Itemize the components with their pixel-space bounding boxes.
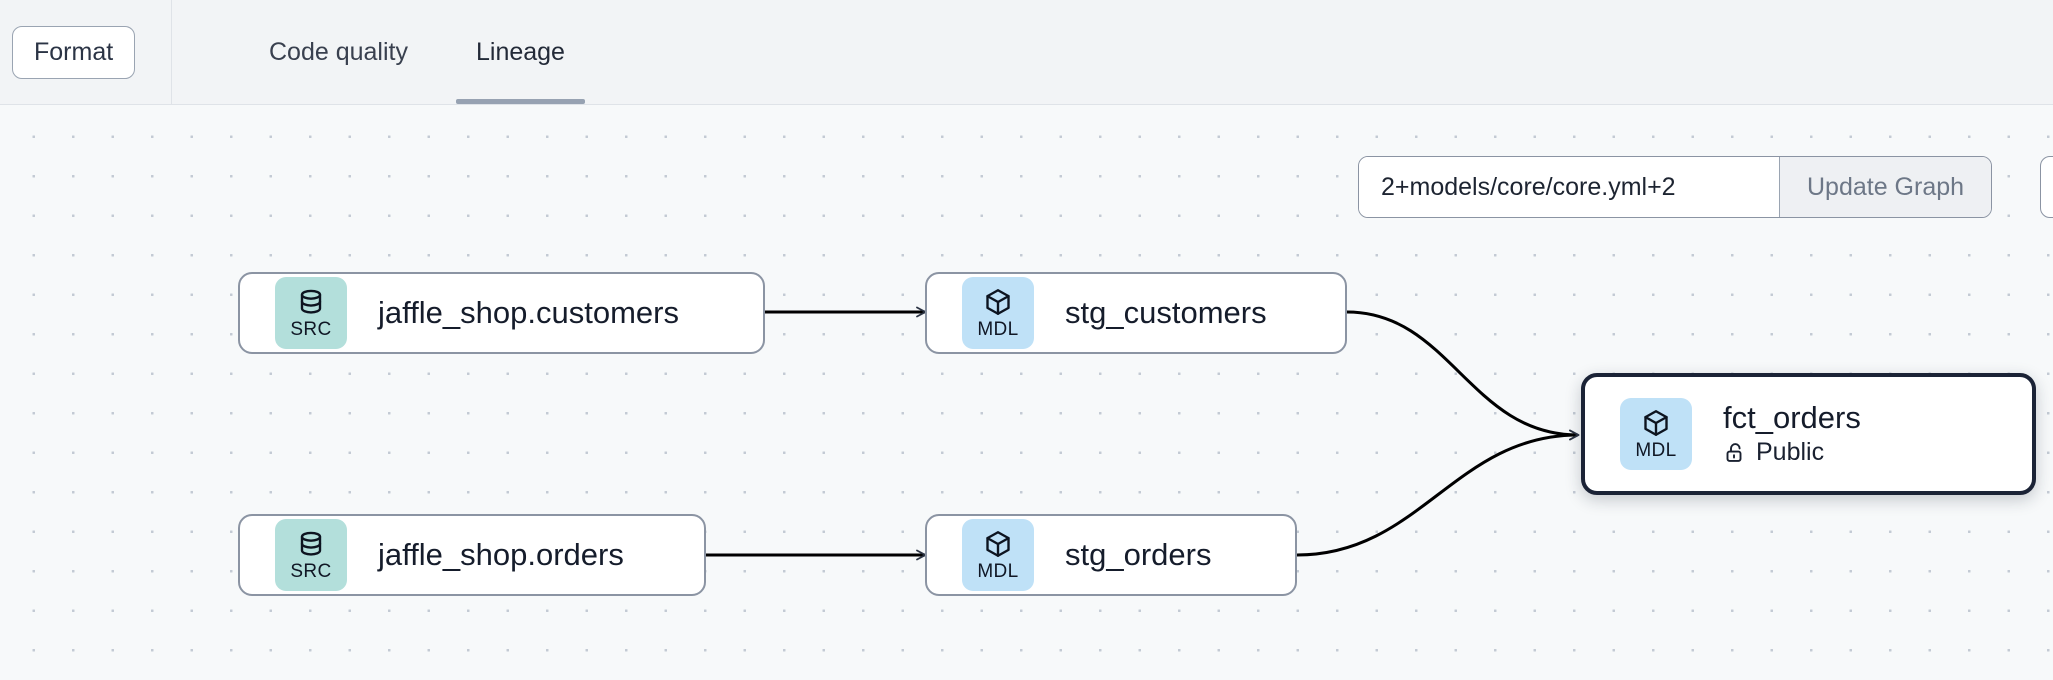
edge-stg-customers-to-fct-orders — [1346, 310, 1580, 441]
edge-stg-orders-to-fct-orders — [1296, 429, 1580, 557]
format-button[interactable]: Format — [12, 25, 136, 79]
update-graph-button[interactable]: Update Graph — [1779, 157, 1992, 217]
database-icon — [300, 531, 322, 556]
cube-icon — [1644, 410, 1668, 436]
node-body: jaffle_shop.customers — [378, 294, 679, 330]
graph-selector-input[interactable] — [1359, 157, 1779, 217]
lineage-canvas[interactable]: SRC jaffle_shop.customers MDL stg_custom… — [0, 105, 2053, 680]
tab-lineage-label: Lineage — [475, 37, 565, 66]
graph-selector-control: Update Graph — [1358, 156, 1993, 218]
graph-overflow-control[interactable] — [2040, 156, 2053, 218]
source-badge-label: SRC — [290, 561, 332, 582]
lineage-node-jaffle-shop-customers[interactable]: SRC jaffle_shop.customers — [238, 272, 765, 354]
source-badge: SRC — [275, 519, 347, 591]
source-badge: SRC — [275, 277, 347, 349]
unlock-icon — [1726, 443, 1742, 462]
node-access-label: Public — [1756, 438, 1825, 467]
model-badge: MDL — [962, 277, 1034, 349]
model-badge: MDL — [962, 519, 1034, 591]
tab-code-quality[interactable]: Code quality — [235, 0, 442, 104]
format-zone: Format — [0, 0, 172, 104]
cube-icon — [986, 289, 1010, 315]
node-body: stg_customers — [1065, 294, 1267, 330]
node-access: Public — [1723, 439, 1861, 467]
editor-toolbar: Format Code quality Lineage — [0, 0, 2053, 105]
node-body: stg_orders — [1065, 536, 1212, 572]
model-badge-label: MDL — [1635, 440, 1677, 461]
database-icon — [300, 289, 322, 314]
lineage-node-jaffle-shop-orders[interactable]: SRC jaffle_shop.orders — [238, 514, 706, 596]
source-badge-label: SRC — [290, 319, 332, 340]
node-title: jaffle_shop.orders — [378, 536, 624, 572]
lineage-node-stg-orders[interactable]: MDL stg_orders — [925, 514, 1297, 596]
tab-lineage[interactable]: Lineage — [442, 0, 599, 104]
lineage-node-fct-orders[interactable]: MDL fct_orders Public — [1581, 373, 2036, 495]
model-badge: MDL — [1620, 398, 1692, 470]
model-badge-label: MDL — [977, 561, 1019, 582]
lineage-node-stg-customers[interactable]: MDL stg_customers — [925, 272, 1347, 354]
node-body: fct_orders Public — [1723, 401, 1861, 467]
tab-bar: Code quality Lineage — [172, 0, 599, 104]
tab-code-quality-label: Code quality — [269, 37, 408, 66]
node-title: jaffle_shop.customers — [378, 294, 679, 330]
node-title: stg_customers — [1065, 294, 1267, 330]
node-title: fct_orders — [1723, 400, 1861, 436]
node-title: stg_orders — [1065, 536, 1212, 572]
node-body: jaffle_shop.orders — [378, 536, 624, 572]
cube-icon — [986, 531, 1010, 557]
model-badge-label: MDL — [977, 319, 1019, 340]
